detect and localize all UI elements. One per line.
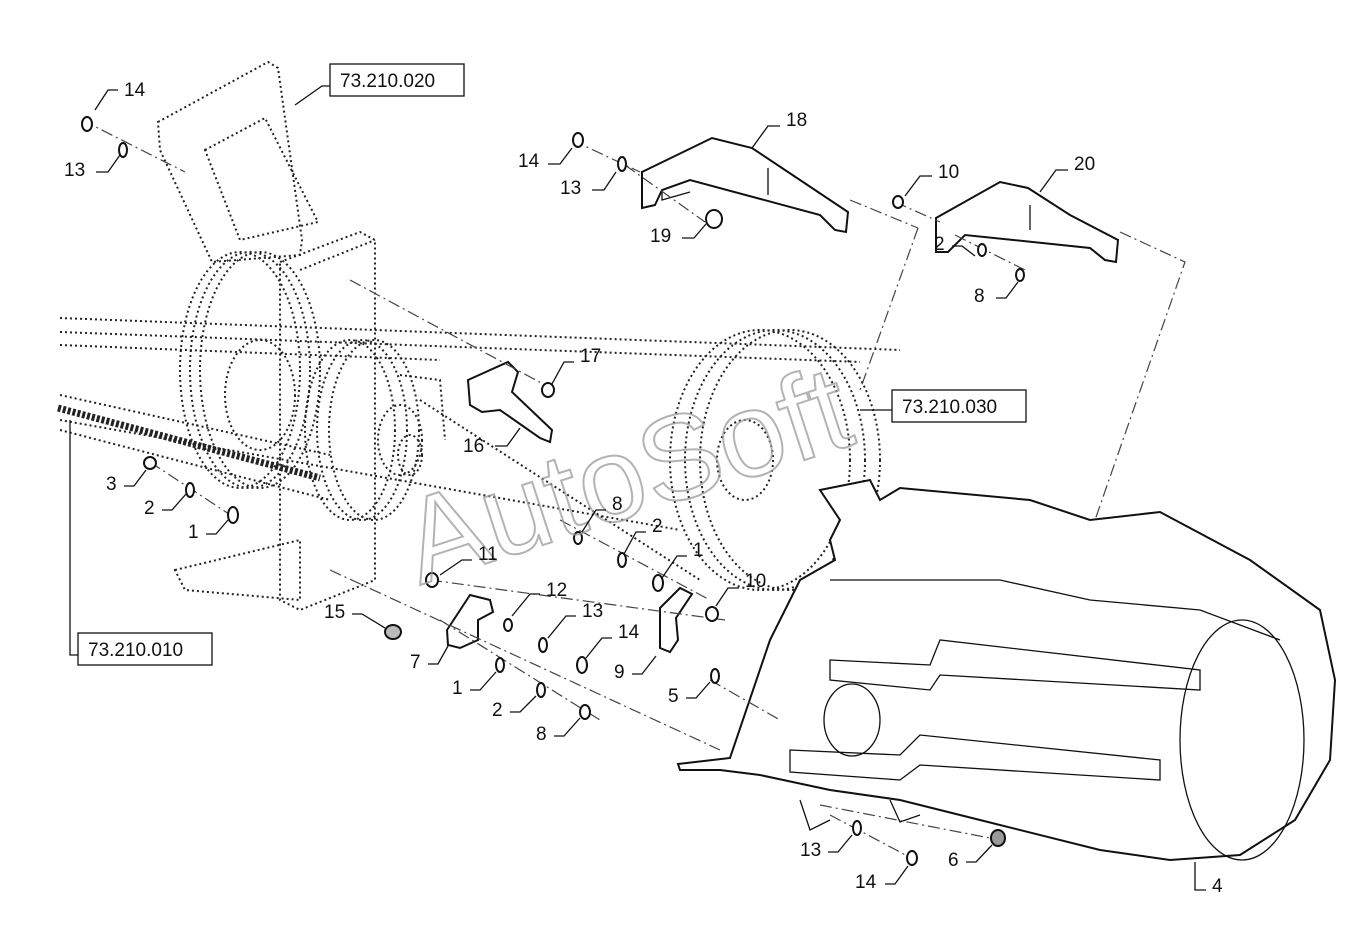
- callout-8: 8: [536, 724, 547, 745]
- callout-1: 1: [452, 678, 463, 699]
- callout-3: 3: [106, 474, 117, 495]
- part-callouts: 14 13 14 13 18 19 10 20 2 8 17 16: [64, 80, 1223, 897]
- callout-10: 10: [938, 162, 959, 183]
- bracket-7: [445, 593, 495, 650]
- reference-label: 73.210.020: [340, 71, 435, 92]
- callout-20: 20: [1074, 154, 1095, 175]
- callout-2: 2: [144, 498, 155, 519]
- callout-10: 10: [745, 571, 766, 592]
- hardware-items: [81, 116, 1025, 866]
- callout-12: 12: [546, 580, 567, 601]
- belt-guard-housing: [676, 478, 1337, 862]
- callout-19: 19: [650, 226, 671, 247]
- callout-2: 2: [492, 700, 503, 721]
- toothed-belt: [57, 404, 321, 482]
- right-pulley: [669, 329, 881, 591]
- callout-16: 16: [463, 436, 484, 457]
- callout-13: 13: [64, 160, 85, 181]
- callout-6: 6: [948, 850, 959, 871]
- reference-box-73-210-020[interactable]: 73.210.020: [294, 63, 465, 106]
- reference-box-73-210-010[interactable]: 73.210.010: [69, 420, 213, 666]
- callout-7: 7: [410, 652, 421, 673]
- bracket-20: [935, 180, 1120, 264]
- callout-1: 1: [693, 540, 704, 561]
- reference-box-73-210-030[interactable]: 73.210.030: [860, 389, 1027, 423]
- callout-15: 15: [324, 602, 345, 623]
- callout-9: 9: [614, 662, 625, 683]
- left-pulley: [179, 251, 321, 489]
- callout-2: 2: [934, 234, 945, 255]
- callout-14: 14: [855, 872, 877, 893]
- callout-11: 11: [478, 544, 498, 565]
- callout-17: 17: [580, 346, 601, 367]
- frame-bracket: [156, 60, 376, 612]
- callout-18: 18: [786, 110, 807, 131]
- callout-14: 14: [518, 151, 540, 172]
- bracket-18: [641, 136, 850, 234]
- callout-8: 8: [612, 494, 623, 515]
- callout-4: 4: [1212, 876, 1223, 897]
- reference-label: 73.210.030: [902, 397, 997, 418]
- callout-14: 14: [618, 622, 640, 643]
- callout-2: 2: [652, 516, 663, 537]
- callout-13: 13: [560, 178, 581, 199]
- callout-13: 13: [800, 840, 821, 861]
- bracket-16: [466, 360, 554, 444]
- reference-label: 73.210.010: [88, 640, 183, 661]
- middle-pulley: [304, 339, 446, 521]
- callout-14: 14: [124, 80, 146, 101]
- callout-1: 1: [188, 522, 199, 543]
- watermark-text: AutoSoft: [387, 340, 866, 610]
- callout-5: 5: [668, 686, 679, 707]
- callout-8: 8: [974, 286, 985, 307]
- belt-assembly: [57, 317, 901, 581]
- callout-13: 13: [582, 601, 603, 622]
- bracket-9: [659, 586, 694, 654]
